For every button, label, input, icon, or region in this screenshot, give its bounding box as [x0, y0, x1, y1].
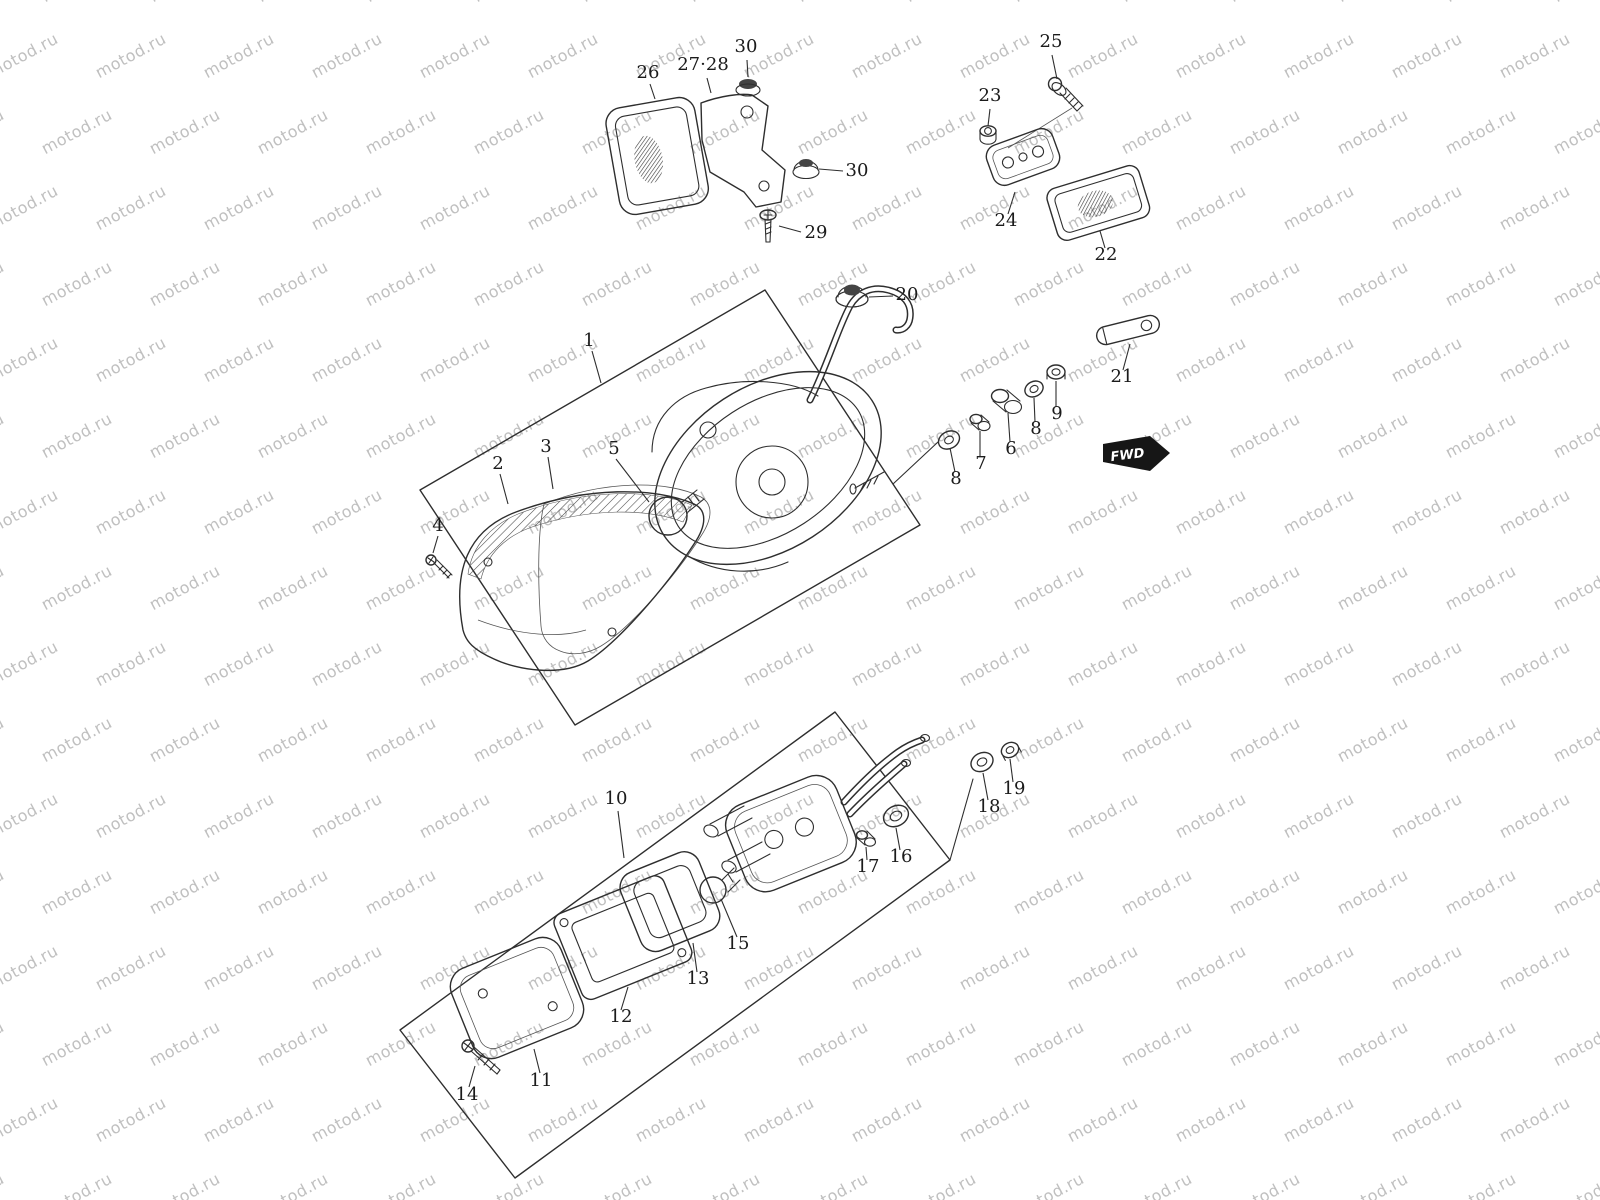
reflector-bracket-27-28: [700, 93, 786, 208]
part-label-14: 14: [456, 1084, 479, 1105]
part-label-16: 16: [890, 846, 913, 867]
part-label-7: 7: [975, 453, 986, 474]
part-label-11: 11: [530, 1070, 553, 1091]
part-label-4: 4: [432, 515, 443, 536]
grommet-30-top: [735, 79, 761, 97]
license-hardware: [855, 741, 1022, 861]
part-label-30-top: 30: [735, 36, 758, 57]
license-housing-12: [553, 875, 693, 1001]
screw-14: [461, 1039, 501, 1075]
part-label-21: 21: [1111, 366, 1134, 387]
part-label-19: 19: [1003, 778, 1026, 799]
bulb-5: [648, 489, 705, 536]
part-label-12: 12: [610, 1006, 633, 1027]
nut-23: [979, 125, 997, 145]
part-label-9: 9: [1051, 403, 1062, 424]
part-label-24: 24: [995, 210, 1018, 231]
fwd-badge-label: FWD: [1110, 446, 1146, 465]
grommet-6: [990, 388, 1023, 415]
taillamp-lens-2: [459, 491, 705, 672]
part-label-29: 29: [805, 222, 828, 243]
part-label-6: 6: [1005, 438, 1016, 459]
wire-harness-license: [840, 733, 931, 818]
collar-17: [855, 830, 877, 847]
license-lens-11: [449, 936, 585, 1060]
part-label-20: 20: [896, 284, 919, 305]
part-label-3: 3: [540, 436, 551, 457]
part-label-1: 1: [583, 330, 594, 351]
part-label-13: 13: [687, 968, 710, 989]
taillamp-assembly-box: [419, 289, 921, 726]
screw-25: [1007, 76, 1084, 149]
grommet-30-right: [792, 159, 820, 180]
part-label-25: 25: [1040, 31, 1063, 52]
part-label-23: 23: [979, 85, 1002, 106]
side-reflector-22: [1046, 164, 1151, 242]
washer-8a: [937, 430, 961, 450]
taillamp-body: [651, 370, 885, 572]
washer-18: [970, 751, 994, 773]
part-label-8a: 8: [950, 468, 961, 489]
part-label-10: 10: [605, 788, 628, 809]
taillamp-gasket-3: [538, 484, 711, 655]
part-label-27-28: 27·28: [677, 54, 729, 75]
part-label-15: 15: [727, 933, 750, 954]
bulb-15: [699, 867, 741, 904]
nut-9: [1046, 364, 1066, 380]
grommet-20-overlay: [835, 286, 869, 308]
part-label-8b: 8: [1030, 418, 1041, 439]
screw-29: [759, 209, 777, 243]
part-label-2: 2: [492, 453, 503, 474]
license-lamp-body: [703, 774, 857, 893]
reflector-plate-24: [985, 127, 1061, 187]
grommet-16: [882, 804, 910, 828]
part-label-30-right: 30: [846, 160, 869, 181]
wire-harness-main: [806, 285, 914, 404]
part-label-17: 17: [857, 856, 880, 877]
part-label-26: 26: [637, 62, 660, 83]
part-label-5: 5: [608, 438, 619, 459]
nut-19: [1000, 741, 1022, 761]
rear-reflector-26: [605, 96, 710, 216]
bracket-21: [1095, 314, 1161, 346]
screw-4: [425, 554, 453, 579]
part-label-22: 22: [1095, 244, 1118, 265]
collar-8b: [1024, 380, 1044, 398]
spacer-7: [969, 413, 991, 432]
part-label-18: 18: [978, 796, 1001, 817]
license-gasket-13: [619, 851, 721, 953]
leader-lines: [432, 54, 1131, 1088]
mounting-hardware-row: [892, 364, 1066, 485]
fwd-direction-badge: FWD: [1103, 436, 1170, 471]
